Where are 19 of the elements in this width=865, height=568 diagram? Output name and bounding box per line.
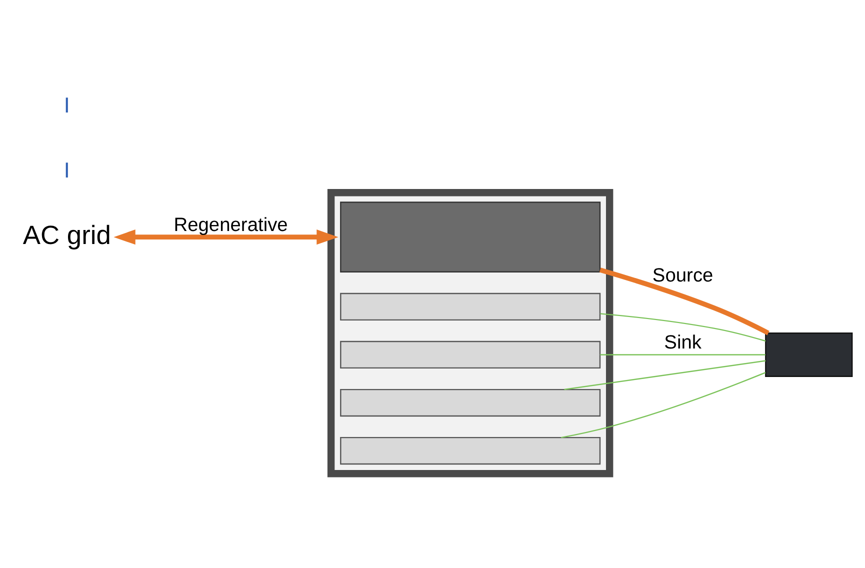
edge-label: Source [652, 264, 714, 286]
node-box [340, 340, 601, 368]
label: I [64, 92, 70, 118]
cluster [327, 188, 614, 477]
node-text: AC grid [22, 219, 111, 250]
connector [600, 312, 766, 342]
node-box [340, 388, 601, 416]
connector [599, 267, 770, 335]
node-box [765, 332, 853, 376]
connector [600, 354, 766, 355]
node-box [340, 436, 601, 464]
label: I [64, 157, 70, 182]
connector [561, 372, 766, 438]
node-box [340, 292, 601, 320]
arrow [114, 229, 338, 244]
node-box [340, 201, 601, 272]
edge-label: Sink [664, 332, 702, 353]
connector [564, 360, 766, 390]
edge-label: Regenerative [174, 214, 288, 236]
